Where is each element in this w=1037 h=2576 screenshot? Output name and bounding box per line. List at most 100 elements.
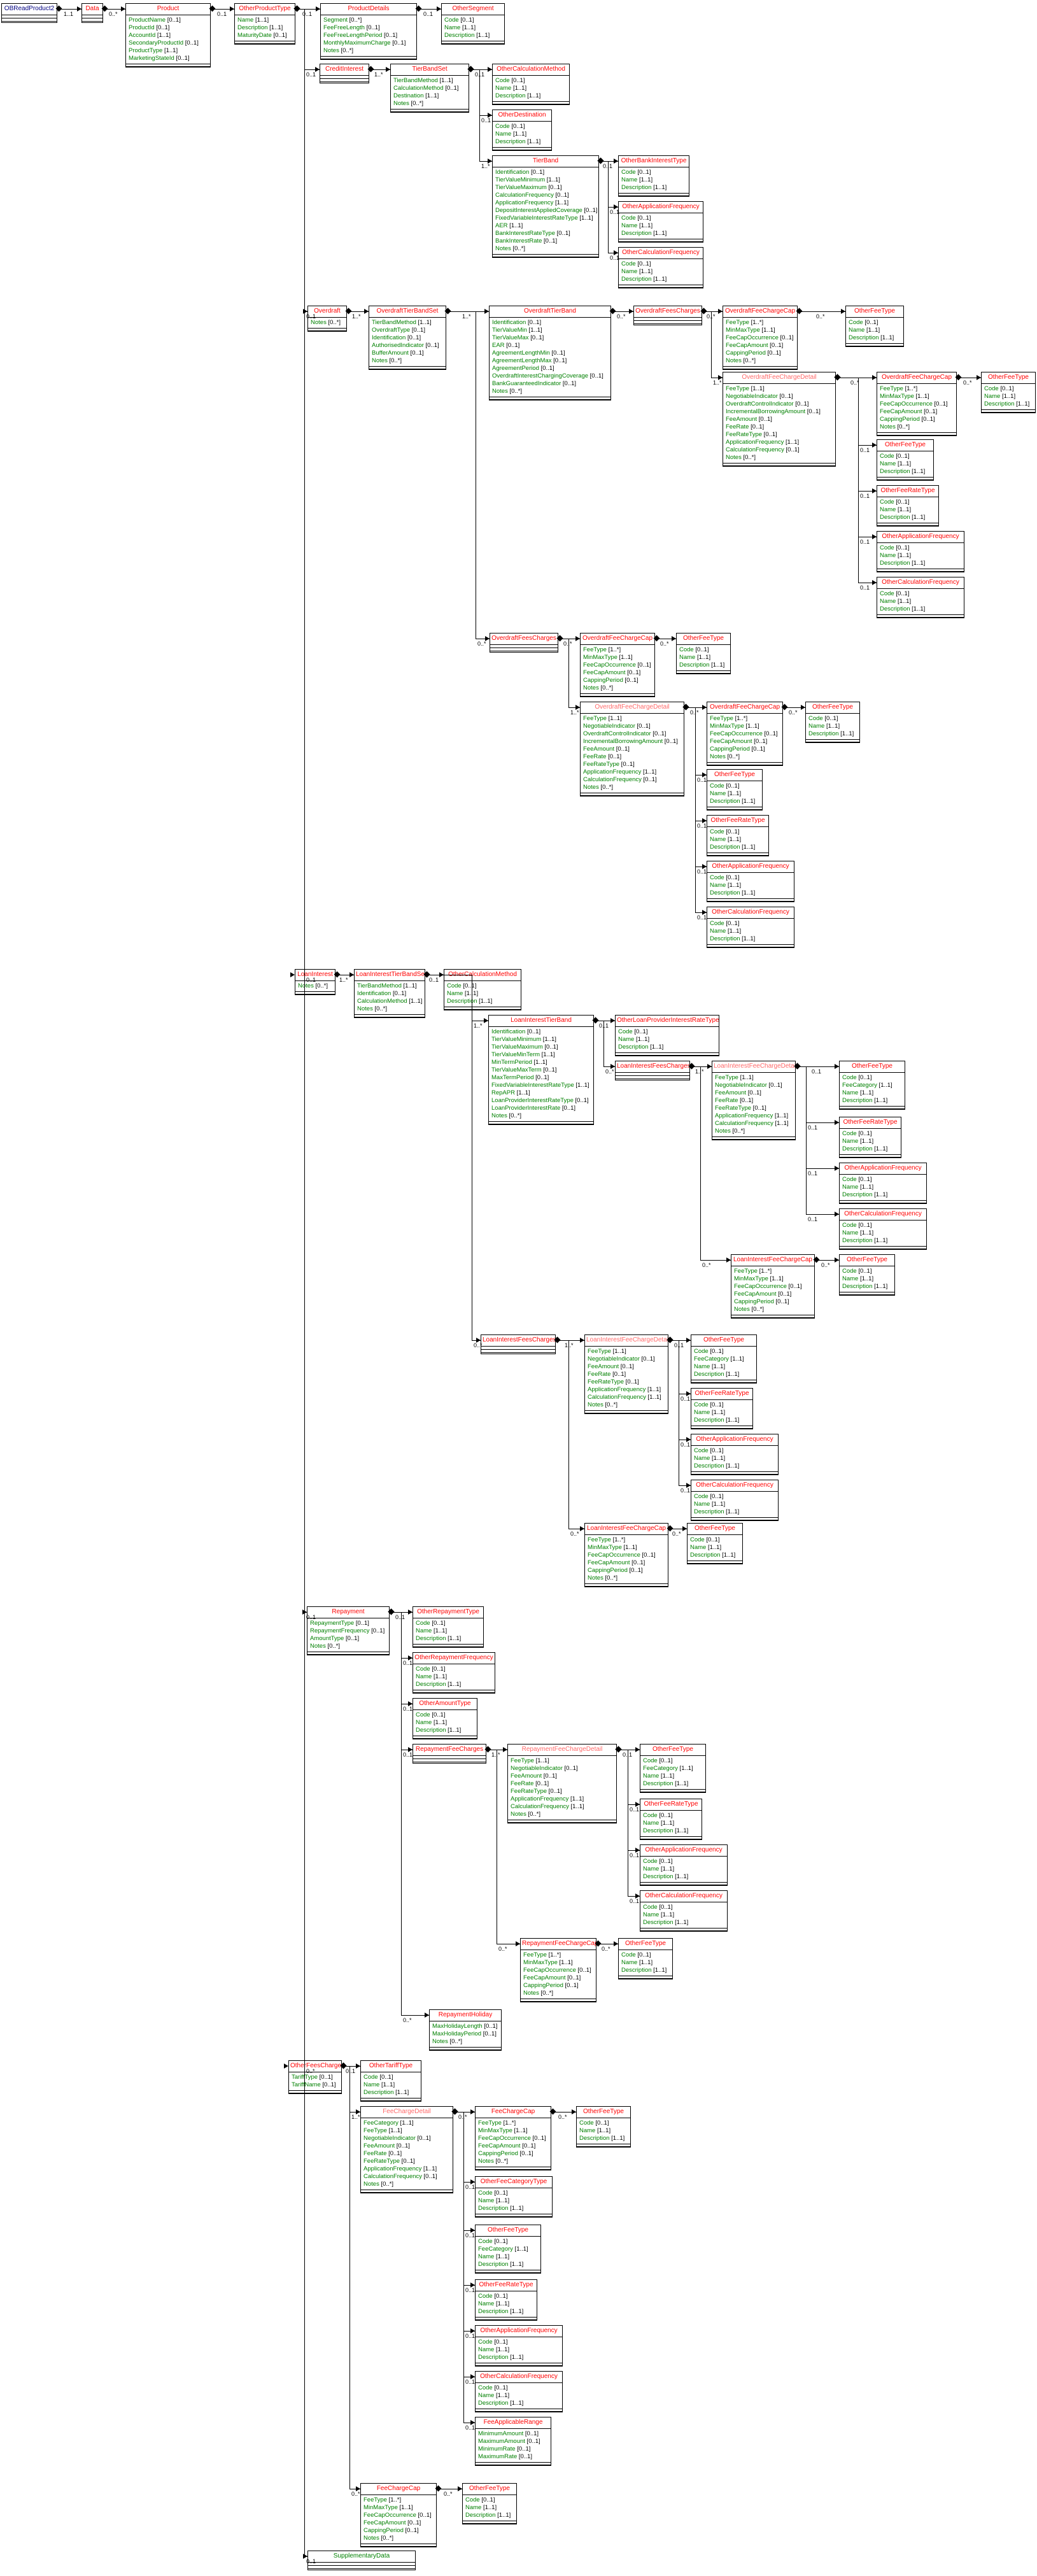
node-title-other-calculation-frequency-li1: OtherCalculationFrequency — [840, 1209, 926, 1221]
field-name: Name [1..1] — [618, 1036, 650, 1043]
node-supplementary-data[interactable]: SupplementaryData — [307, 2551, 416, 2570]
field-description: Description [1..1] — [579, 2135, 625, 2142]
field-list: Code [0..1]Name [1..1]Description [1..1] — [707, 827, 768, 851]
cardinality-label: 0..1 — [603, 163, 612, 169]
node-other-fees-charges[interactable]: OtherFeesChargesTariffType [0..1]TariffN… — [288, 2060, 342, 2094]
node-obread-product2[interactable]: OBReadProduct2 — [1, 3, 57, 23]
cardinality-label: 0..1 — [697, 868, 707, 875]
arrowhead-icon — [290, 972, 295, 977]
node-overdraft-fees-charges-1[interactable]: OverdraftFeesCharges — [633, 306, 702, 325]
node-repayment-fee-charges[interactable]: RepaymentFeeCharges — [413, 1744, 486, 1764]
node-data[interactable]: Data — [81, 3, 103, 23]
field-name: Name [1..1] — [478, 2346, 510, 2353]
node-loan-interest-fees-charges-1[interactable]: LoanInterestFeesCharges — [615, 1061, 690, 1080]
field-overdraft-type: OverdraftType [0..1] — [372, 327, 425, 334]
empty-compartment — [82, 18, 102, 22]
compartment-divider — [476, 2319, 537, 2321]
node-overdraft-fees-charges-2[interactable]: OverdraftFeesCharges — [490, 633, 558, 653]
compartment-divider — [463, 2521, 516, 2523]
field-code: Code [0..1] — [679, 646, 709, 653]
node-loan-interest-fees-charges-2[interactable]: LoanInterestFeesCharges — [481, 1334, 556, 1354]
connector-line — [103, 9, 113, 10]
node-credit-interest[interactable]: CreditInterest — [320, 64, 369, 83]
field-calculation-frequency: CalculationFrequency [0..1] — [583, 776, 657, 783]
